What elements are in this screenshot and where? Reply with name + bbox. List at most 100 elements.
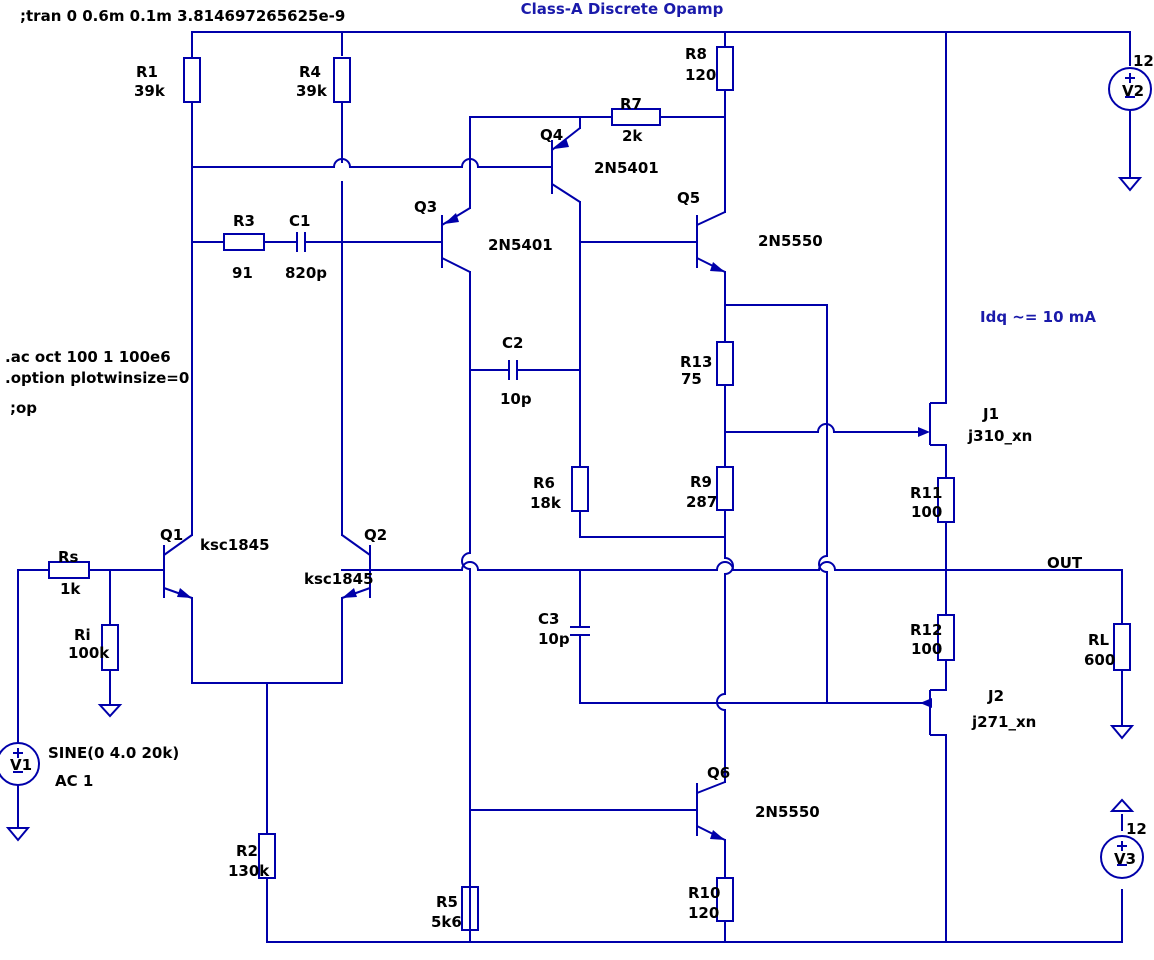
r10-value[interactable]: 120: [688, 904, 719, 922]
rl-name[interactable]: RL: [1088, 631, 1110, 649]
jfet-j1-symbol[interactable]: [918, 402, 946, 446]
v2-value[interactable]: 12: [1133, 52, 1154, 70]
resistor-r12-body[interactable]: [937, 614, 955, 661]
j1-model[interactable]: j310_xn: [967, 427, 1032, 445]
voltage-source-v2-symbol[interactable]: [1108, 67, 1152, 111]
transistor-q6-symbol[interactable]: [696, 781, 726, 841]
q5-model[interactable]: 2N5550: [758, 232, 823, 250]
r4-value[interactable]: 39k: [296, 82, 328, 100]
r6-value[interactable]: 18k: [530, 494, 562, 512]
directive-option[interactable]: .option plotwinsize=0: [5, 369, 189, 387]
r1-name[interactable]: R1: [136, 63, 158, 81]
directive-tran[interactable]: ;tran 0 0.6m 0.1m 3.814697265625e-9: [20, 7, 345, 25]
r1-value[interactable]: 39k: [134, 82, 166, 100]
c3-value[interactable]: 10p: [538, 630, 570, 648]
q6-model[interactable]: 2N5550: [755, 803, 820, 821]
resistor-r6-body[interactable]: [571, 466, 589, 512]
r5-name[interactable]: R5: [436, 893, 458, 911]
q2-model[interactable]: ksc1845: [304, 570, 374, 588]
r5-value[interactable]: 5k6: [431, 913, 462, 931]
rl-value[interactable]: 600: [1084, 651, 1115, 669]
resistor-r2-body[interactable]: [258, 833, 276, 879]
q2-name[interactable]: Q2: [364, 526, 387, 544]
v3-value[interactable]: 12: [1126, 820, 1147, 838]
r8-name[interactable]: R8: [685, 45, 707, 63]
capacitor-c3-body[interactable]: [570, 626, 590, 636]
q3-name[interactable]: Q3: [414, 198, 437, 216]
ri-value[interactable]: 100k: [68, 644, 110, 662]
resistor-r4-body[interactable]: [333, 57, 351, 103]
r8-value[interactable]: 120: [685, 66, 716, 84]
r12-name[interactable]: R12: [910, 621, 942, 639]
v1-value[interactable]: SINE(0 4.0 20k): [48, 744, 179, 762]
rs-name[interactable]: Rs: [58, 548, 79, 566]
j1-name[interactable]: J1: [982, 405, 999, 423]
resistor-rs-body[interactable]: [48, 561, 90, 579]
q1-model[interactable]: ksc1845: [200, 536, 270, 554]
r13-name[interactable]: R13: [680, 353, 712, 371]
directive-ac[interactable]: .ac oct 100 1 100e6: [5, 348, 171, 366]
j2-name[interactable]: J2: [987, 687, 1004, 705]
resistor-r11-body[interactable]: [937, 477, 955, 523]
r2-name[interactable]: R2: [236, 842, 258, 860]
r12-value[interactable]: 100: [911, 640, 942, 658]
c3-name[interactable]: C3: [538, 610, 559, 628]
resistor-r7-body[interactable]: [611, 108, 661, 126]
v2-name[interactable]: V2: [1122, 82, 1144, 100]
r11-value[interactable]: 100: [911, 503, 942, 521]
resistor-rl-body[interactable]: [1113, 623, 1131, 671]
resistor-r1-body[interactable]: [183, 57, 201, 103]
q1-name[interactable]: Q1: [160, 526, 183, 544]
jfet-j2-symbol[interactable]: [920, 689, 946, 736]
r2-value[interactable]: 130k: [228, 862, 270, 880]
capacitor-c2-body[interactable]: [508, 360, 518, 380]
q3-model[interactable]: 2N5401: [488, 236, 553, 254]
r9-value[interactable]: 287: [686, 493, 717, 511]
resistor-ri-body[interactable]: [101, 624, 119, 671]
r3-name[interactable]: R3: [233, 212, 255, 230]
resistor-r3-body[interactable]: [223, 233, 265, 251]
r4-name[interactable]: R4: [299, 63, 321, 81]
directive-op[interactable]: ;op: [10, 399, 37, 417]
r10-name[interactable]: R10: [688, 884, 720, 902]
r11-name[interactable]: R11: [910, 484, 942, 502]
net-label-out[interactable]: OUT: [1047, 554, 1083, 572]
r9-name[interactable]: R9: [690, 473, 712, 491]
schematic-title: Class-A Discrete Opamp: [521, 0, 724, 18]
r13-value[interactable]: 75: [681, 370, 702, 388]
resistor-r8-body[interactable]: [716, 46, 734, 91]
c2-name[interactable]: C2: [502, 334, 523, 352]
c1-value[interactable]: 820p: [285, 264, 327, 282]
transistor-q2-symbol[interactable]: [341, 534, 371, 599]
q4-name[interactable]: Q4: [540, 126, 563, 144]
r7-value[interactable]: 2k: [622, 127, 643, 145]
resistor-r13-body[interactable]: [716, 341, 734, 386]
r7-name[interactable]: R7: [620, 95, 642, 113]
j2-model[interactable]: j271_xn: [971, 713, 1036, 731]
r3-value[interactable]: 91: [232, 264, 253, 282]
capacitor-c1-body[interactable]: [296, 232, 306, 252]
ground-ri-icon: [97, 704, 123, 718]
ground-v3-icon: [1109, 798, 1135, 812]
q6-name[interactable]: Q6: [707, 764, 730, 782]
voltage-source-v1-symbol[interactable]: [0, 742, 40, 786]
transistor-q5-symbol[interactable]: [696, 211, 726, 273]
rs-value[interactable]: 1k: [60, 580, 81, 598]
transistor-q4-symbol[interactable]: [551, 127, 581, 203]
resistor-r10-body[interactable]: [716, 877, 734, 922]
resistor-r9-body[interactable]: [716, 466, 734, 511]
labels: Class-A Discrete Opamp ;tran 0 0.6m 0.1m…: [5, 0, 1154, 931]
resistor-r5-body[interactable]: [461, 886, 479, 931]
transistor-q1-symbol[interactable]: [163, 534, 193, 599]
c1-name[interactable]: C1: [289, 212, 310, 230]
transistor-q3-symbol[interactable]: [441, 207, 471, 273]
v1-ac-value[interactable]: AC 1: [55, 772, 93, 790]
c2-value[interactable]: 10p: [500, 390, 532, 408]
q5-name[interactable]: Q5: [677, 189, 700, 207]
v3-name[interactable]: V3: [1114, 850, 1136, 868]
v1-name[interactable]: V1: [10, 756, 32, 774]
voltage-source-v3-symbol[interactable]: [1100, 835, 1144, 879]
ri-name[interactable]: Ri: [74, 626, 91, 644]
r6-name[interactable]: R6: [533, 474, 555, 492]
q4-model[interactable]: 2N5401: [594, 159, 659, 177]
